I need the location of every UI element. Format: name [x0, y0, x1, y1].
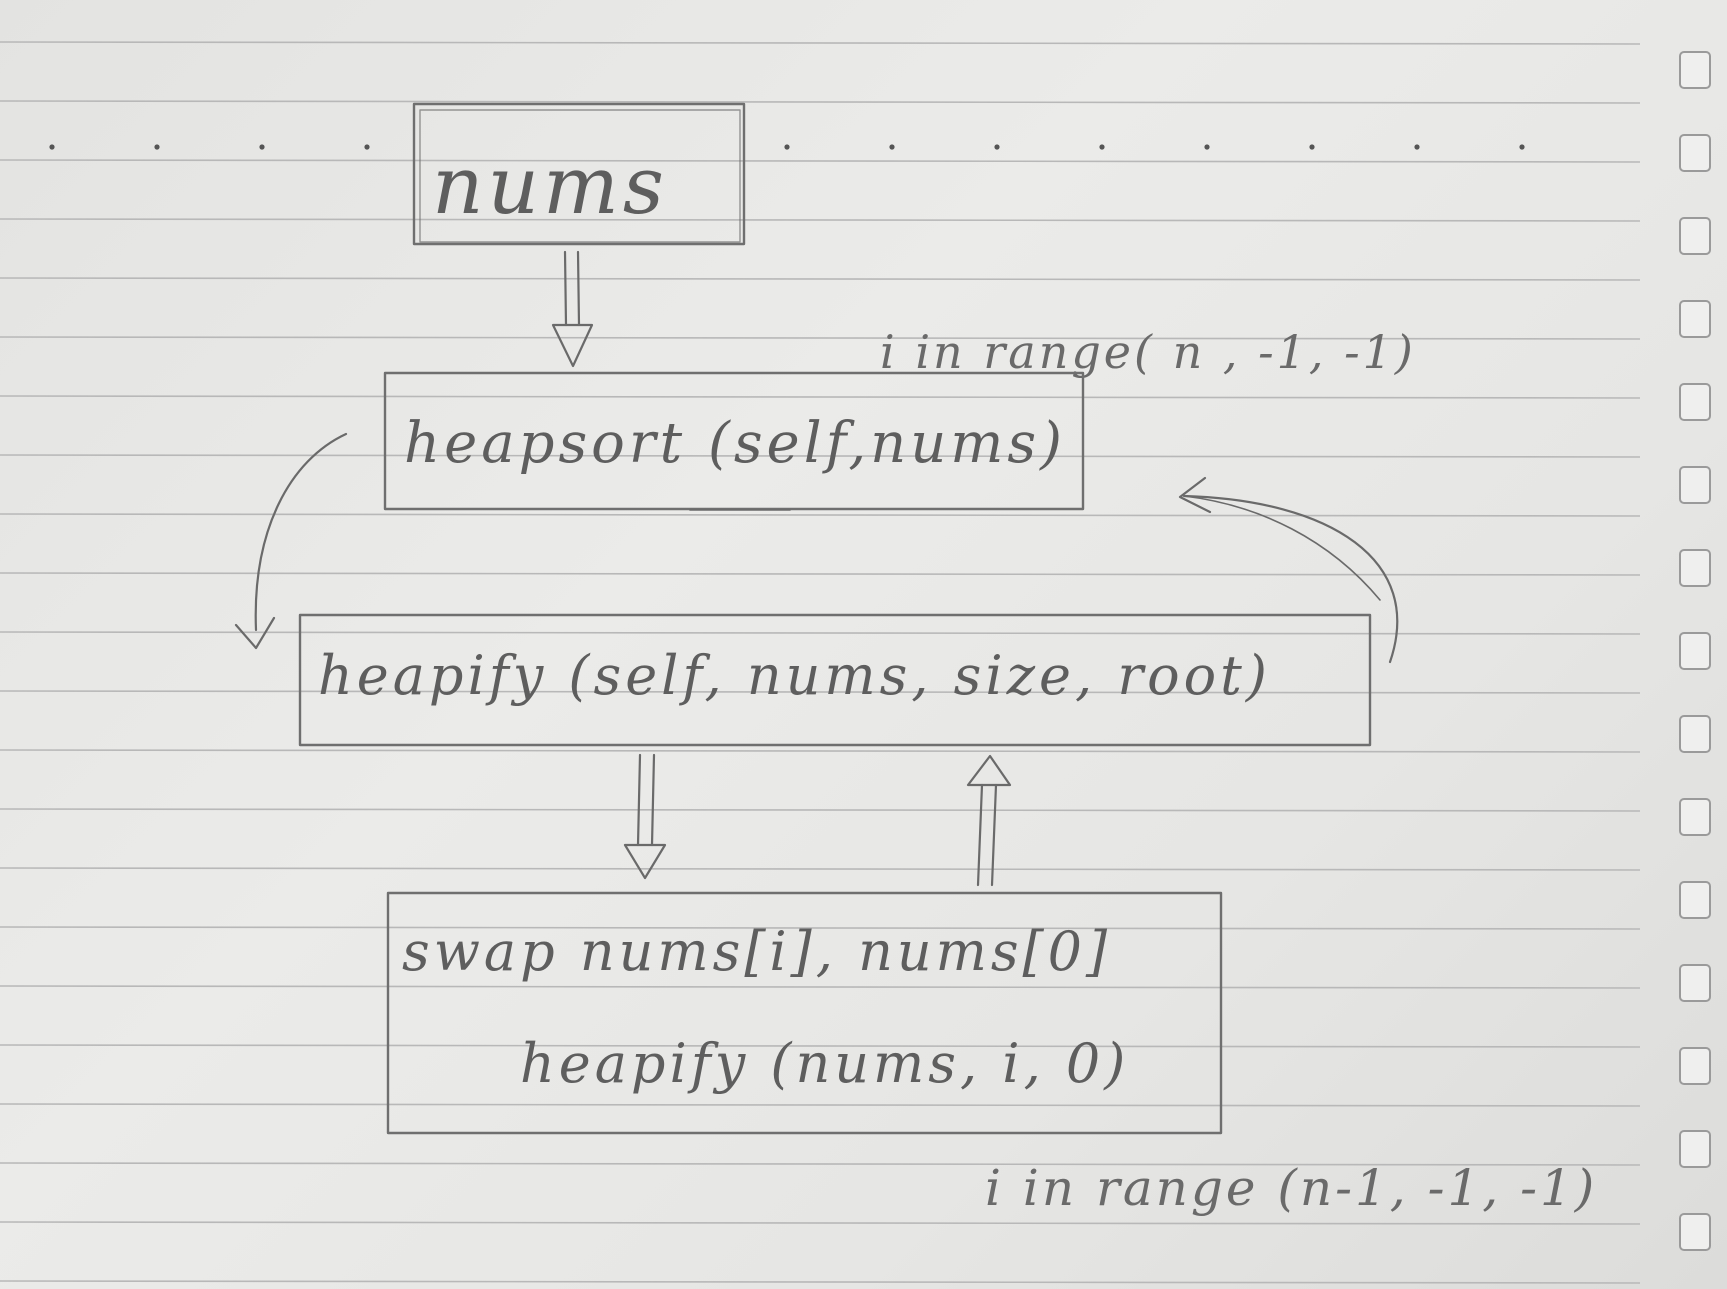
- binding-hole: [1679, 1130, 1711, 1168]
- paper-dot: [49, 144, 55, 150]
- ruled-line: [0, 100, 1641, 104]
- heapsort-node: heapsort (self,nums): [383, 371, 1085, 511]
- paper-dot: [1519, 144, 1525, 150]
- binding-hole: [1679, 51, 1711, 89]
- binding-hole: [1679, 466, 1711, 504]
- ruled-line: [0, 454, 1641, 458]
- ruled-line: [0, 808, 1641, 812]
- paper-dot: [1309, 144, 1315, 150]
- arrow-swap-to-heapify: [966, 754, 1012, 887]
- ruled-line: [0, 690, 1641, 694]
- binding-hole: [1679, 383, 1711, 421]
- heapify-node: heapify (self, nums, size, root): [298, 613, 1372, 747]
- ruled-line: [0, 985, 1641, 989]
- paper-dot: [259, 144, 265, 150]
- binding-hole: [1679, 964, 1711, 1002]
- ruled-line: [0, 159, 1641, 163]
- binding-hole: [1679, 217, 1711, 255]
- ruled-line: [0, 749, 1641, 753]
- paper-dot: [1414, 144, 1420, 150]
- nums-label: nums: [432, 139, 668, 232]
- binding-hole: [1679, 300, 1711, 338]
- paper-dot: [994, 144, 1000, 150]
- ruled-line: [0, 1280, 1641, 1284]
- binding-hole: [1679, 632, 1711, 670]
- binding-hole: [1679, 549, 1711, 587]
- arrow-nums-to-heapsort: [551, 250, 594, 368]
- swap-node: swap nums[i], nums[0] heapify (nums, i, …: [386, 891, 1223, 1135]
- ruled-line: [0, 631, 1641, 635]
- ruled-line: [0, 572, 1641, 576]
- binding-hole: [1679, 1047, 1711, 1085]
- arrow-heapify-to-heapsort: [1178, 476, 1399, 664]
- arrow-heapsort-to-heapify: [234, 432, 348, 650]
- swap-line2: heapify (nums, i, 0): [520, 1032, 1129, 1095]
- ruled-line: [0, 867, 1641, 871]
- binding-hole: [1679, 715, 1711, 753]
- paper-dot: [364, 144, 370, 150]
- binding-hole: [1679, 881, 1711, 919]
- paper-dot: [154, 144, 160, 150]
- binding-hole: [1679, 1213, 1711, 1251]
- ruled-line: [0, 926, 1641, 930]
- heapify-label: heapify (self, nums, size, root): [318, 644, 1271, 707]
- ruled-line: [0, 218, 1641, 222]
- paper-dot: [889, 144, 895, 150]
- paper-dot: [1099, 144, 1105, 150]
- ruled-line: [0, 277, 1641, 281]
- ruled-line: [0, 41, 1641, 45]
- arrow-heapify-to-swap: [623, 753, 667, 880]
- ruled-line: [0, 1221, 1641, 1225]
- binding-hole: [1679, 798, 1711, 836]
- paper-dot: [784, 144, 790, 150]
- upper-loop-annotation: i in range( n , -1, -1): [880, 325, 1416, 379]
- ruled-line: [0, 395, 1641, 399]
- nums-node: nums: [412, 102, 746, 246]
- heapsort-label: heapsort (self,nums): [404, 411, 1066, 476]
- paper-dot: [1204, 144, 1210, 150]
- ruled-line: [0, 1103, 1641, 1107]
- lower-loop-annotation: i in range (n-1, -1, -1): [985, 1159, 1597, 1217]
- ruled-line: [0, 1044, 1641, 1048]
- ruled-line: [0, 1162, 1641, 1166]
- binding-hole: [1679, 134, 1711, 172]
- ruled-line: [0, 336, 1641, 340]
- swap-line1: swap nums[i], nums[0]: [402, 920, 1111, 983]
